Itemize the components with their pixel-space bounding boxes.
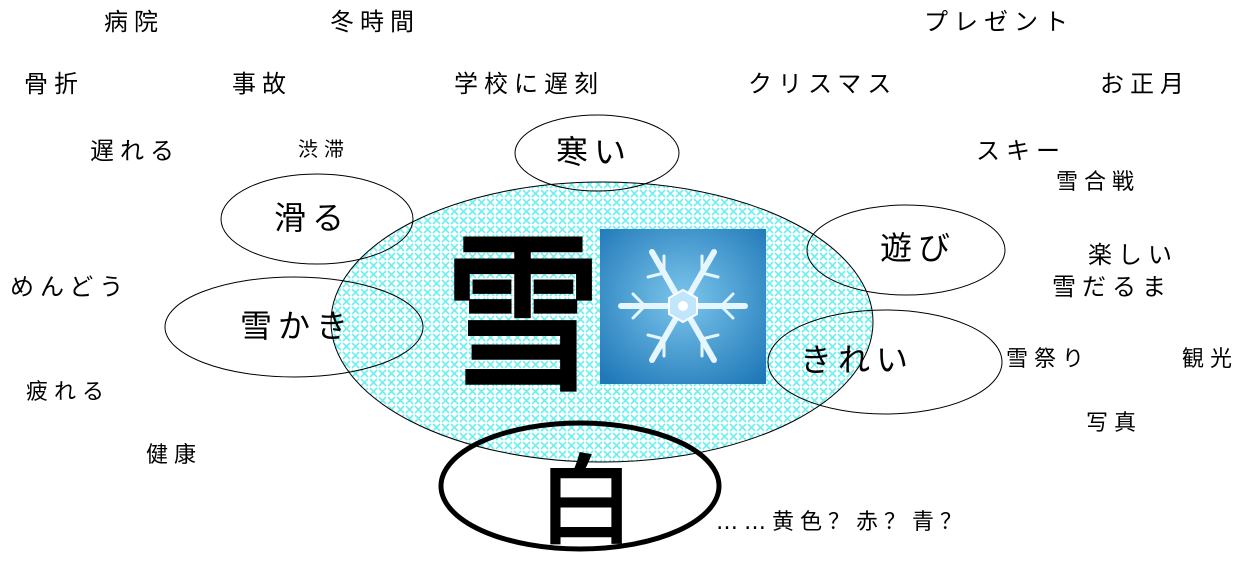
word-jiko: 事故 — [232, 70, 292, 98]
word-oshougatsu: お正月 — [1100, 70, 1190, 98]
word-shashin: 写真 — [1086, 411, 1143, 436]
word-tsukareru: 疲れる — [26, 380, 111, 405]
word-kossetsu: 骨折 — [24, 70, 84, 98]
color-question: ……黄色？赤？青？ — [716, 510, 969, 535]
word-fuyujikan: 冬時間 — [330, 8, 420, 36]
label-kirei: きれい — [800, 341, 915, 379]
snowflake-photo — [600, 229, 766, 384]
label-samui: 寒い — [556, 133, 633, 171]
word-ski: スキー — [976, 137, 1066, 165]
word-kankou: 観光 — [1182, 347, 1239, 372]
oval-kirei — [767, 309, 1003, 415]
word-christmas: クリスマス — [748, 70, 898, 98]
word-chikoku: 学校に遅刻 — [454, 70, 604, 98]
word-yukigassen: 雪合戦 — [1056, 170, 1141, 195]
white-word: 白 — [538, 446, 634, 558]
word-byouin: 病院 — [104, 8, 164, 36]
label-yukikaki: 雪かき — [240, 307, 355, 345]
label-asobi: 遊び — [880, 229, 957, 267]
word-present: プレゼント — [924, 8, 1074, 36]
label-suberu: 滑る — [274, 199, 351, 237]
oval-samui — [514, 114, 680, 192]
word-yukidaruma: 雪だるま — [1052, 273, 1172, 301]
oval-suberu — [220, 173, 414, 265]
word-mendou: めんどう — [10, 273, 130, 301]
word-yukimatsuri: 雪祭り — [1006, 347, 1091, 372]
center-word: 雪 — [444, 218, 602, 416]
word-okureru: 遅れる — [90, 137, 180, 165]
word-kenkou: 健康 — [146, 443, 203, 468]
oval-asobi — [806, 204, 1006, 296]
oval-white — [438, 420, 722, 552]
oval-yukikaki — [164, 276, 424, 378]
word-juutai: 渋滞 — [298, 137, 350, 161]
word-tanoshii: 楽しい — [1088, 241, 1178, 269]
